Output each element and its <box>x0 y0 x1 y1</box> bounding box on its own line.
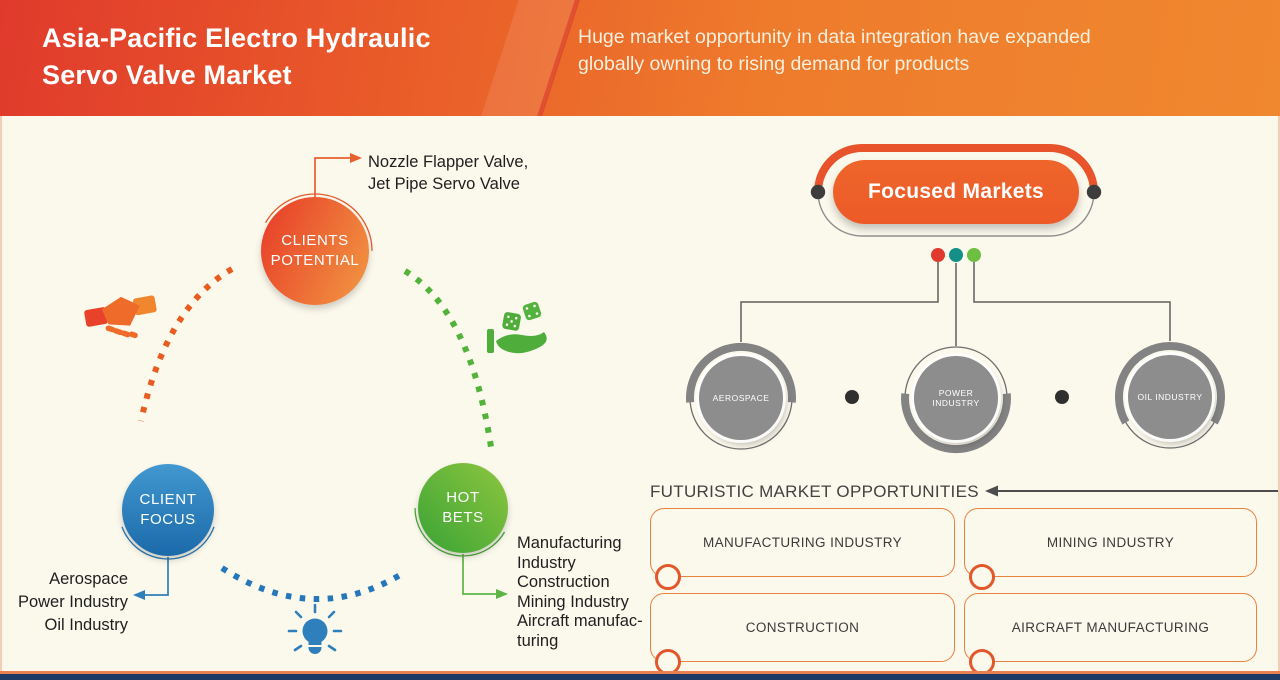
box-corner-ring <box>969 564 995 590</box>
opportunity-label: MANUFACTURING INDUSTRY <box>702 535 903 550</box>
page-title: Asia-Pacific Electro Hydraulic Servo Val… <box>42 23 431 90</box>
tree-connectors <box>740 262 1171 346</box>
market-node-power-industry-label: POWER INDUSTRY <box>932 388 980 408</box>
opportunity-label: CONSTRUCTION <box>745 620 860 635</box>
opportunity-box-construction: CONSTRUCTION <box>650 593 955 662</box>
dotted-arc-orange <box>138 266 234 422</box>
dice-hand-icon <box>487 301 547 354</box>
opportunity-box-manufacturing-industry: MANUFACTURING INDUSTRY <box>650 508 955 577</box>
client-focus-note: Aerospace Power Industry Oil Industry <box>17 570 128 634</box>
focused-markets-pill: Focused Markets <box>833 160 1079 224</box>
heading-arrow <box>985 485 1280 497</box>
market-node-power-industry: POWER INDUSTRY <box>914 356 998 440</box>
hot-bets-note: Manufacturing Industry Construction Mini… <box>517 534 643 650</box>
clients-potential-label: CLIENTS POTENTIAL <box>270 232 360 269</box>
handshake-icon <box>84 295 157 339</box>
market-node-oil-industry-label: OIL INDUSTRY <box>1137 392 1203 402</box>
dotted-arc-green <box>403 268 494 448</box>
client-focus-connector <box>133 557 169 600</box>
legend-dots <box>931 248 981 262</box>
opportunity-label: MINING INDUSTRY <box>1046 535 1175 550</box>
header-diagonal-stripe <box>481 0 579 116</box>
right-edge-line <box>1278 116 1280 672</box>
hot-bets-bubble: HOT BETS <box>418 463 508 553</box>
focused-markets-title: Focused Markets <box>867 180 1045 203</box>
left-edge-line <box>0 116 2 672</box>
footer-navy-bar <box>0 673 1280 680</box>
opportunity-label: AIRCRAFT MANUFACTURING <box>1011 620 1210 635</box>
footer-orange-line <box>0 671 1280 674</box>
lightbulb-icon <box>287 603 343 654</box>
hot-bets-connector <box>462 554 508 599</box>
market-node-aerospace: AEROSPACE <box>699 356 783 440</box>
client-focus-label: CLIENT FOCUS <box>139 491 197 528</box>
header-banner: Asia-Pacific Electro Hydraulic Servo Val… <box>0 0 1280 116</box>
market-node-aerospace-label: AEROSPACE <box>712 393 770 403</box>
page-subtitle: Huge market opportunity in data integrat… <box>578 26 1091 75</box>
opportunity-box-aircraft-manufacturing: AIRCRAFT MANUFACTURING <box>964 593 1257 662</box>
clients-potential-note: Nozzle Flapper Valve, Jet Pipe Servo Val… <box>368 153 529 193</box>
dotted-arc-blue <box>220 565 407 603</box>
box-corner-ring <box>655 564 681 590</box>
opportunity-box-mining-industry: MINING INDUSTRY <box>964 508 1257 577</box>
hot-bets-label: HOT BETS <box>442 489 484 526</box>
client-focus-bubble: CLIENT FOCUS <box>122 464 214 556</box>
bullet-dot-right <box>1055 390 1069 404</box>
bullet-dot-left <box>845 390 859 404</box>
market-node-oil-industry: OIL INDUSTRY <box>1128 355 1212 439</box>
clients-potential-connector <box>314 153 362 199</box>
opportunities-heading: FUTURISTIC MARKET OPPORTUNITIES <box>650 482 979 501</box>
clients-potential-bubble: CLIENTS POTENTIAL <box>261 197 369 305</box>
